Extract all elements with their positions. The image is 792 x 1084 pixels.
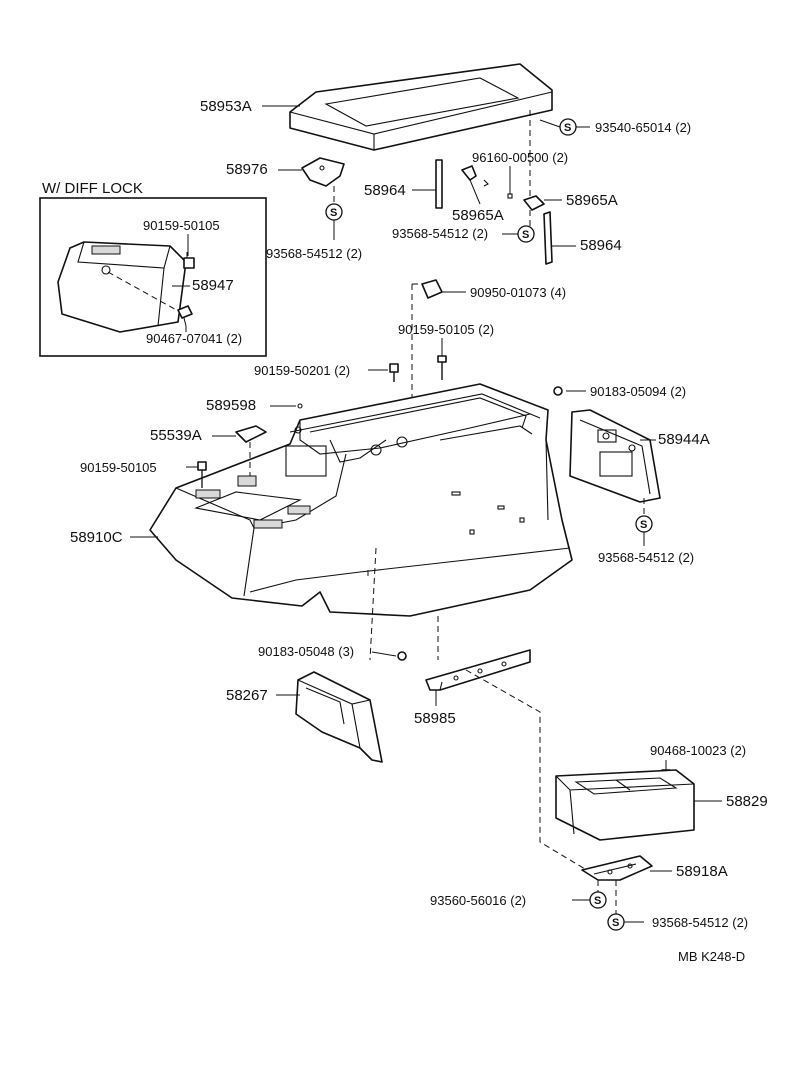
screw-icon xyxy=(177,305,193,327)
label-90159-50105-left: 90159-50105 xyxy=(80,460,157,475)
svg-text:S: S xyxy=(612,917,619,929)
label-93540-65014: 93540-65014 (2) xyxy=(595,120,691,135)
label-589598: 589598 xyxy=(206,397,256,414)
label-93568-54512-d: 93568-54512 (2) xyxy=(652,915,748,930)
svg-text:S: S xyxy=(330,207,337,219)
footer-code: MB K248-D xyxy=(678,949,745,964)
label-58918A: 58918A xyxy=(676,863,728,880)
label-93568-54512-b: 93568-54512 (2) xyxy=(392,226,488,241)
screw-icon xyxy=(437,355,447,380)
label-58965A-left: 58965A xyxy=(452,207,504,224)
label-58965A-right: 58965A xyxy=(566,192,618,209)
washer-icon: S xyxy=(325,203,343,221)
label-90183-05048: 90183-05048 (3) xyxy=(258,644,354,659)
label-58976: 58976 xyxy=(226,161,268,178)
label-96160-00500: 96160-00500 (2) xyxy=(472,150,568,165)
label-93568-54512-a: 93568-54512 (2) xyxy=(266,246,362,261)
label-58910C: 58910C xyxy=(70,529,123,546)
svg-text:S: S xyxy=(640,519,647,531)
label-90159-50201: 90159-50201 (2) xyxy=(254,363,350,378)
label-58947: 58947 xyxy=(192,277,234,294)
bracket-55539A: 55539A 90159-50105 xyxy=(80,425,267,488)
label-90467-07041: 90467-07041 (2) xyxy=(146,331,242,346)
label-55539A: 55539A xyxy=(150,427,202,444)
label-93568-54512-c: 93568-54512 (2) xyxy=(598,550,694,565)
stay-assembly: 58964 58965A 96160-00500 (2) 58965A 5896… xyxy=(364,110,622,265)
washer-icon: S xyxy=(635,515,653,533)
svg-text:S: S xyxy=(522,229,529,241)
lower-brackets: 90183-05048 (3) 58267 58985 xyxy=(226,644,591,873)
console-tray: 90468-10023 (2) 58829 xyxy=(555,743,768,841)
label-90159-50105-top: 90159-50105 (2) xyxy=(398,322,494,337)
svg-text:S: S xyxy=(594,895,601,907)
washer-icon: S xyxy=(517,225,535,243)
washer-icon: S xyxy=(559,118,577,136)
label-90468-10023: 90468-10023 (2) xyxy=(650,743,746,758)
label-90183-05094: 90183-05094 (2) xyxy=(590,384,686,399)
console-lid: 58953A S 93540-65014 (2) xyxy=(200,63,691,151)
label-93560-56016: 93560-56016 (2) xyxy=(430,893,526,908)
washer-icon: S xyxy=(589,891,607,909)
side-panel: 58944A S 93568-54512 (2) xyxy=(569,409,710,565)
label-58964-right: 58964 xyxy=(580,237,622,254)
screw-icon xyxy=(183,252,195,269)
screw-icon xyxy=(197,461,207,488)
label-58944A: 58944A xyxy=(658,431,710,448)
label-58829: 58829 xyxy=(726,793,768,810)
label-58267: 58267 xyxy=(226,687,268,704)
label-58985: 58985 xyxy=(414,710,456,727)
label-90159-50105-inset: 90159-50105 xyxy=(143,218,220,233)
screw-icon xyxy=(389,363,399,382)
center-console-body: 58910C xyxy=(70,383,573,661)
diff-lock-inset: W/ DIFF LOCK 90159-50105 58947 90467-070… xyxy=(39,180,267,357)
hinge-bracket: 58976 S 93568-54512 (2) xyxy=(226,157,362,261)
tray-bracket: 58918A S 93560-56016 (2) S 93568-54512 (… xyxy=(430,855,748,931)
washer-icon: S xyxy=(607,913,625,931)
svg-text:S: S xyxy=(564,122,571,134)
inset-title: W/ DIFF LOCK xyxy=(42,180,143,197)
upper-screws: 90159-50105 (2) 90159-50201 (2) 90183-05… xyxy=(206,322,686,414)
label-58964-left: 58964 xyxy=(364,182,406,199)
label-58953A: 58953A xyxy=(200,98,252,115)
label-90950-01073: 90950-01073 (4) xyxy=(470,285,566,300)
